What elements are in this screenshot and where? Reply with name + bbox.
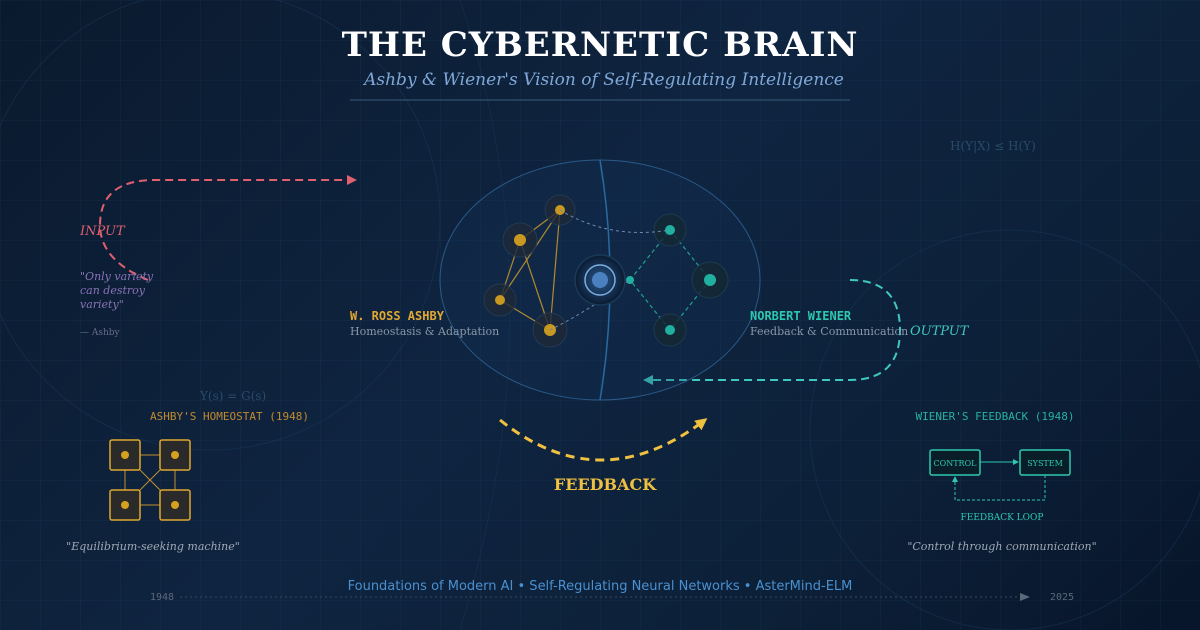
input-label: INPUT <box>79 224 126 239</box>
wiener-node-core <box>665 325 675 335</box>
homeostat-caption: "Equilibrium-seeking machine" <box>66 540 240 553</box>
ashby-role: Homeostasis & Adaptation <box>350 325 499 338</box>
variety-quote-line-1: "Only variety <box>80 270 154 283</box>
feedback-loop-diagram <box>929 449 1071 501</box>
wiener-name: NORBERT WIENER <box>750 309 852 323</box>
core-center <box>592 272 608 288</box>
homeostat-diagram <box>109 439 191 521</box>
wiener-caption: "Control through communication" <box>907 540 1096 553</box>
quote-attribution: — Ashby <box>80 328 121 338</box>
core-ring <box>584 264 616 296</box>
output-arrow <box>643 279 902 385</box>
transfer-formula: Y(s) = G(s) <box>199 389 266 403</box>
feedback-arrow <box>499 418 708 462</box>
feedback-label: FEEDBACK <box>554 475 657 494</box>
output-label: OUTPUT <box>910 324 970 339</box>
wiener-node-core <box>626 276 634 284</box>
wiener-network <box>626 213 729 347</box>
timeline-start-year: 1948 <box>150 592 174 603</box>
wiener-role: Feedback & Communication <box>750 325 908 338</box>
feedback-loop-label: FEEDBACK LOOP <box>961 513 1044 523</box>
system-label: SYSTEM <box>1027 459 1063 468</box>
timeline-end-year: 2025 <box>1050 592 1074 603</box>
wiener-feedback-title: WIENER'S FEEDBACK (1948) <box>916 410 1075 423</box>
variety-quote-line-2: can destroy <box>80 284 146 297</box>
wiener-node-core <box>704 274 716 286</box>
page-title: THE CYBERNETIC BRAIN <box>342 25 859 65</box>
homeostat-title: ASHBY'S HOMEOSTAT (1948) <box>150 410 309 423</box>
timeline-arrow-icon <box>1020 593 1030 601</box>
entropy-formula: H(Y|X) ≤ H(Y) <box>950 139 1036 153</box>
page-subtitle: Ashby & Wiener's Vision of Self-Regulati… <box>362 70 844 90</box>
variety-quote-line-3: variety" <box>80 298 124 311</box>
cross-link <box>559 209 671 233</box>
ashby-node-core <box>514 234 526 246</box>
ashby-node-core <box>495 295 505 305</box>
footer-text: Foundations of Modern AI • Self-Regulati… <box>348 579 853 594</box>
input-arrow <box>98 175 357 281</box>
control-label: CONTROL <box>934 459 978 468</box>
ashby-name: W. ROSS ASHBY <box>350 309 445 323</box>
